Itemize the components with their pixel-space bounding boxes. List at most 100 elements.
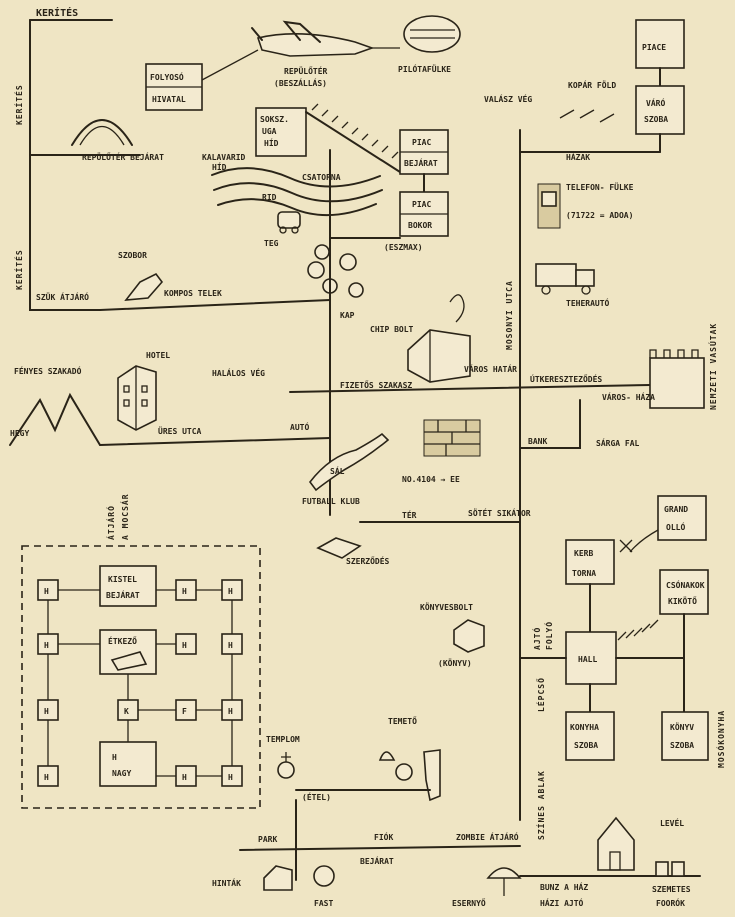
- trash-bin-icon: [671, 861, 685, 877]
- teg-label: TEG: [264, 239, 279, 248]
- office-link: [201, 49, 259, 81]
- market-room: PIAC BEJÁRAT PIAC BOKOR (ESZMAX): [384, 129, 449, 252]
- drawer-label-top: FIÓK: [374, 831, 393, 842]
- tower-room: SOKSZ. UGA HÍD: [255, 107, 307, 157]
- dead-end-label: HALÁLOS VÉG: [212, 367, 265, 378]
- airport-entrance: REPÜLŐTÉR BEJÁRAT: [71, 119, 164, 162]
- maze-cell-label: F: [182, 707, 187, 716]
- stairs-label: LÉPCSŐ: [535, 677, 546, 712]
- maze-cell-label: H: [182, 773, 187, 782]
- truck-wheel: [541, 285, 551, 295]
- eszmax-label: (ESZMAX): [384, 243, 423, 252]
- house-door-icon: [609, 851, 621, 871]
- railway-label: NEMZETI VASÚTAK: [707, 323, 718, 410]
- tower-label-mid: UGA: [262, 127, 277, 136]
- grass-icon: [559, 109, 615, 123]
- river-area: KALAVARID HÍD CSATORNA RID: [202, 153, 383, 217]
- house-icon: [597, 816, 635, 871]
- teg-car: TEG: [264, 211, 301, 248]
- hotel-window: [141, 399, 148, 407]
- scarf-icon: [308, 432, 390, 492]
- office-label-top: FOLYOSÓ: [150, 71, 184, 82]
- border-road: [289, 384, 651, 393]
- brick-wall-icon: [423, 419, 481, 457]
- maze-big-label: NAGY: [112, 769, 131, 778]
- town-hall-box: [649, 357, 705, 409]
- maze-cell-label: H: [44, 641, 49, 650]
- swing-icon: [263, 865, 293, 891]
- swamp-label: A MOCSÁR: [119, 493, 130, 540]
- scarf: SÁL: [308, 432, 390, 492]
- scissors-label-bottom: OLLÓ: [666, 521, 685, 532]
- brick-wall: NO.4104 → EE: [402, 419, 481, 484]
- market2-label-top: PIAC: [412, 200, 431, 209]
- book-label: (KÖNYV): [438, 658, 472, 668]
- contract-label: SZERZŐDÉS: [346, 555, 390, 566]
- number-label: NO.4104 → EE: [402, 475, 460, 484]
- phone-booth-window: [541, 191, 557, 207]
- piace-label: PIACE: [642, 43, 666, 52]
- cockpit-icon: [403, 15, 461, 53]
- bookshop: KÖNYVESBOLT (KÖNYV): [420, 602, 485, 668]
- bank-label: BANK: [528, 437, 547, 446]
- bed-icon: [110, 651, 148, 671]
- maze-border: [21, 545, 261, 809]
- river-line-3: [217, 198, 377, 217]
- empty-street-road: [99, 437, 331, 446]
- front-yard: SZÍNES ABLAK LEVÉL BUNZ A HÁZ HÁZI AJTÓ …: [519, 770, 701, 908]
- airplane: REPÜLŐTÉR (BESZÁLLÁS): [251, 20, 400, 88]
- hotel-window: [123, 385, 130, 393]
- stained-window-label: SZÍNES ABLAK: [535, 770, 546, 840]
- gym-box: [565, 539, 615, 585]
- houses-label: HÁZAK: [566, 151, 590, 162]
- river-label-kalavarid: KALAVARID: [202, 153, 246, 162]
- maze-entrance-box: [99, 565, 157, 607]
- varo-label-top: VÁRÓ: [646, 97, 665, 108]
- car-wheel: [279, 226, 287, 234]
- zombie-icon: [423, 749, 441, 802]
- bush-icon: [307, 261, 325, 279]
- fence-label-left-bottom: KERÍTÉS: [13, 249, 24, 290]
- arch-icon: [71, 119, 133, 146]
- house-door-label: HÁZI AJTÓ: [540, 897, 584, 908]
- hotel-window: [123, 399, 130, 407]
- maze-entrance-label-top: KISTEL: [108, 575, 137, 584]
- tombstone-icon: [378, 751, 396, 761]
- fence-label-left-top: KERÍTÉS: [13, 84, 24, 125]
- fast-food-icon: [313, 865, 335, 887]
- mountain-label: HEGY: [10, 429, 29, 438]
- crossroad-label: ÚTKERESZTEZŐDÉS: [530, 373, 602, 384]
- maze-big-label-top: H: [112, 753, 117, 762]
- trash-bin-icon: [655, 861, 669, 877]
- market-label-bottom: BEJÁRAT: [404, 157, 438, 168]
- rope-ladder-icon: [617, 619, 659, 641]
- car-wheel: [291, 226, 299, 234]
- cemetery-label: TEMETŐ: [388, 716, 417, 726]
- maze-cell-label: H: [182, 641, 187, 650]
- town-hall-label: VÁROS- HÁZA: [602, 391, 655, 402]
- chip-shop: CHIP BOLT: [370, 294, 471, 383]
- narrow-passage-label: SZÜK ÁTJÁRÓ: [36, 291, 89, 302]
- church-label: TEMPLOM: [266, 735, 300, 744]
- piace-box: [635, 19, 685, 69]
- boat-box: [659, 569, 709, 615]
- bush-icon: [348, 282, 364, 298]
- door-label: AJTÓ: [531, 627, 542, 650]
- river-line-2: [213, 182, 383, 203]
- park-road: [239, 845, 521, 851]
- barren-land-label: KOPÁR FÖLD: [568, 79, 616, 90]
- boat-label-bottom: KIKÖTŐ: [668, 596, 697, 606]
- library-label-top: KÖNYV: [670, 722, 694, 732]
- library-label-bottom: SZOBA: [670, 741, 694, 750]
- stairs-icon: [311, 103, 399, 159]
- swings-label: HINTÁK: [212, 877, 241, 888]
- scissors-link: [629, 529, 659, 553]
- town-border-label: VÁROS HATÁR: [464, 363, 517, 374]
- dark-alley-label: SÖTÉT SIKÁTOR: [468, 507, 531, 518]
- kompos-road: KOMPOS TELEK SZOBOR: [99, 251, 331, 311]
- river-line-1: [211, 167, 381, 188]
- scarf-label: SÁL: [330, 465, 345, 476]
- drawer-label-bottom: BEJÁRAT: [360, 855, 394, 866]
- church-cemetery: TEMPLOM TEMETŐ (ÉTEL) PARK FIÓK BEJÁRAT …: [212, 716, 522, 908]
